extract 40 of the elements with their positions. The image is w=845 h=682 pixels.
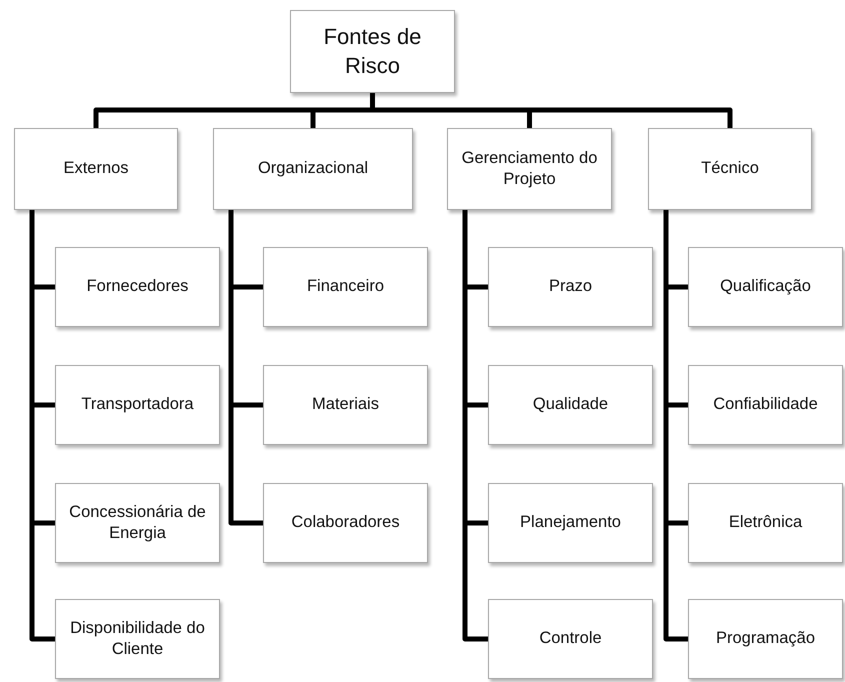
category-box bbox=[14, 128, 178, 210]
box-label: Colaboradores bbox=[291, 512, 400, 534]
box-label: Técnico bbox=[701, 158, 759, 180]
box-label: Externos bbox=[63, 158, 129, 180]
category-box bbox=[688, 599, 843, 679]
box-label: Financeiro bbox=[306, 276, 384, 298]
category-box bbox=[55, 599, 220, 679]
box-label: Prazo bbox=[548, 276, 592, 298]
category-box bbox=[55, 483, 220, 563]
box-label: Disponibilidade do Cliente bbox=[69, 618, 206, 660]
box-label: Planejamento bbox=[520, 512, 621, 534]
category-box bbox=[648, 128, 812, 210]
category-box bbox=[55, 365, 220, 445]
box-label: Qualidade bbox=[532, 394, 608, 416]
box-label: Fornecedores bbox=[86, 276, 188, 298]
category-box bbox=[688, 483, 843, 563]
category-box bbox=[488, 483, 653, 563]
category-box bbox=[263, 483, 428, 563]
box-label: Organizacional bbox=[258, 158, 368, 180]
category-box bbox=[688, 247, 843, 327]
category-box bbox=[263, 365, 428, 445]
box-label: Gerenciamento do Projeto bbox=[460, 148, 598, 190]
box-label: Concessionária de Energia bbox=[68, 502, 207, 544]
box-label: Controle bbox=[539, 628, 602, 650]
box-label: Transportadora bbox=[81, 394, 194, 416]
category-box bbox=[290, 10, 455, 93]
category-box bbox=[688, 365, 843, 445]
category-box bbox=[488, 365, 653, 445]
category-box bbox=[447, 128, 612, 210]
box-label: Materiais bbox=[312, 394, 379, 416]
category-box bbox=[263, 247, 428, 327]
box-label: Confiabilidade bbox=[713, 394, 818, 416]
box-label: Qualificação bbox=[720, 276, 811, 298]
box-label: Programação bbox=[716, 628, 816, 650]
category-box bbox=[213, 128, 413, 210]
box-label: Fontes de Risco bbox=[322, 22, 422, 80]
box-label: Eletrônica bbox=[728, 512, 802, 534]
category-box bbox=[55, 247, 220, 327]
category-box bbox=[488, 247, 653, 327]
category-box bbox=[488, 599, 653, 679]
